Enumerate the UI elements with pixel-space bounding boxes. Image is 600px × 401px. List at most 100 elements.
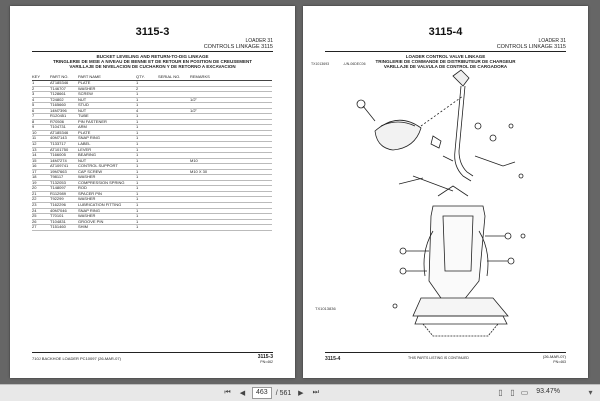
- row-part-name: WASHER: [78, 174, 96, 180]
- section-title-fr: TRINGLERIE DE COMMANDE DE DISTRIBUTEUR D…: [375, 59, 516, 64]
- row-remarks: [190, 142, 272, 147]
- row-key: 26: [32, 218, 37, 224]
- row-key: 12: [32, 141, 37, 147]
- row-qty: 1: [136, 146, 139, 152]
- row-serial: [158, 120, 190, 125]
- footer-date: (26-MAR-07): [542, 354, 566, 359]
- row-serial: [158, 131, 190, 136]
- row-qty: 1: [136, 141, 139, 147]
- row-qty: 1: [136, 152, 139, 158]
- row-qty: 1: [136, 129, 139, 135]
- row-serial: [158, 209, 190, 214]
- row-remarks: [190, 197, 272, 202]
- row-part-name: ARM: [78, 124, 87, 130]
- row-key: 6: [32, 107, 35, 113]
- row-qty: 1: [136, 202, 139, 208]
- row-key: 14: [32, 152, 37, 158]
- row-serial: [158, 148, 190, 153]
- row-serial: [158, 159, 190, 164]
- row-key: 18: [32, 174, 37, 180]
- page-navigation: ⏮ ◀ 463 / 561 ▶ ⏭: [222, 387, 321, 399]
- col-part-name: PART NAME: [78, 74, 101, 79]
- prev-page-icon[interactable]: ◀: [239, 390, 246, 397]
- row-remarks: [190, 220, 272, 225]
- row-qty: 1: [136, 96, 139, 102]
- row-serial: [158, 114, 190, 119]
- row-serial: [158, 142, 190, 147]
- row-part-name: NUT: [78, 96, 87, 102]
- row-qty: 1: [136, 163, 139, 169]
- row-key: 2: [32, 85, 35, 91]
- row-part-no: T98117: [50, 174, 64, 180]
- row-qty: 1: [136, 102, 139, 108]
- header-rule: [325, 51, 566, 52]
- footer-continued: THIS PARTS LISTING IS CONTINUED: [408, 356, 469, 360]
- exploded-parts-diagram: [356, 69, 526, 337]
- row-qty: 1: [136, 179, 139, 185]
- section-title: BUCKET LEVELING AND RETURN-TO-DIG LINKAG…: [96, 54, 209, 59]
- parts-table: KEY PART NO. PART NAME QTY. SERIAL NO. R…: [32, 74, 272, 231]
- row-key: 16: [32, 163, 37, 169]
- row-part-name: SCREW: [78, 91, 93, 97]
- row-part-name: PLATE: [78, 80, 91, 85]
- row-part-no: 19M7663: [50, 168, 67, 174]
- figure-date-code: -UN-06DEC06: [343, 62, 366, 66]
- row-qty: 1: [136, 135, 139, 141]
- footer-left: 710J BACKHOE LOADER PC10097 (26-MAR-07): [32, 356, 121, 361]
- section-title: LOADER CONTROL VALVE LINKAGE: [405, 54, 486, 59]
- row-remarks: M10: [190, 157, 198, 163]
- row-part-no: T128661: [50, 91, 66, 97]
- row-key: 17: [32, 168, 37, 174]
- zoom-level[interactable]: 93.47%: [536, 388, 560, 395]
- next-page-icon[interactable]: ▶: [298, 390, 304, 397]
- row-serial: [158, 225, 190, 230]
- row-key: 25: [32, 213, 37, 219]
- row-qty: 1: [136, 218, 139, 224]
- row-remarks: 1/2": [190, 107, 197, 113]
- zoom-dropdown-icon[interactable]: ▾: [588, 388, 593, 397]
- row-serial: [158, 197, 190, 202]
- row-remarks: [190, 225, 272, 230]
- col-qty: QTY.: [136, 74, 145, 79]
- document-viewer[interactable]: 3115-3 LOADER 31 CONTROLS LINKAGE 3115 B…: [0, 0, 600, 384]
- row-key: 24: [32, 207, 37, 213]
- row-remarks: [190, 114, 272, 119]
- last-page-icon[interactable]: ⏭: [312, 389, 319, 396]
- fit-page-icon[interactable]: ▭: [520, 388, 529, 397]
- row-part-name: NUT: [78, 157, 87, 163]
- single-page-icon[interactable]: ▯: [498, 388, 503, 397]
- page-right: 3115-4 LOADER 31 CONTROLS LINKAGE 3115 L…: [303, 6, 588, 378]
- row-part-name: WASHER: [78, 196, 96, 202]
- footer-pn: PN=462: [260, 360, 273, 364]
- row-part-name: ROD: [78, 185, 87, 191]
- header-section: LOADER 31: [538, 38, 566, 44]
- col-remarks: REMARKS: [190, 74, 210, 79]
- row-part-name: STUD: [78, 102, 89, 108]
- row-part-no: AT185346: [50, 129, 69, 135]
- page-number-input[interactable]: 463: [252, 387, 272, 399]
- row-key: 27: [32, 224, 37, 230]
- row-part-no: R70506: [50, 118, 65, 124]
- two-page-icon[interactable]: ▯: [510, 388, 515, 397]
- row-remarks: [190, 120, 272, 125]
- row-serial: [158, 81, 190, 86]
- header-group: CONTROLS LINKAGE 3115: [496, 44, 566, 50]
- col-part-no: PART NO.: [50, 74, 69, 79]
- first-page-icon[interactable]: ⏮: [224, 389, 231, 396]
- row-part-no: T165660: [50, 102, 66, 108]
- row-qty: 2: [136, 85, 139, 91]
- row-remarks: [190, 203, 272, 208]
- page-number-heading: 3115-4: [428, 26, 463, 38]
- row-part-name: LUBRICATION FITTING: [78, 202, 122, 208]
